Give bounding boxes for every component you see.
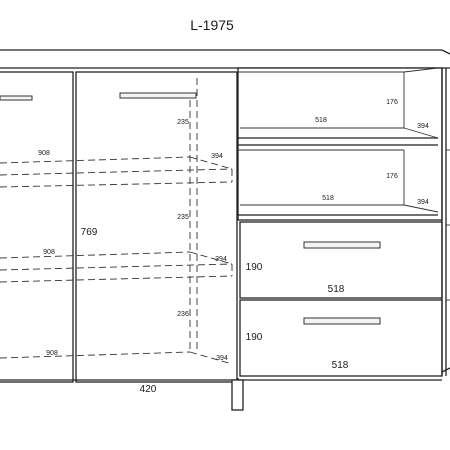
left-shelf-depth-2: 908 <box>43 249 55 256</box>
open-shelf-top-height: 176 <box>386 99 398 106</box>
leg <box>231 379 244 411</box>
drawer-1-height: 190 <box>246 262 263 273</box>
left-shelf-depth-1: 908 <box>38 150 50 157</box>
open-shelf-bottom-width: 518 <box>322 195 334 202</box>
open-shelf-bottom-depth: 394 <box>417 199 429 206</box>
middle-shelf-depth-3: 394 <box>216 355 228 362</box>
top-board <box>0 49 450 69</box>
left-door <box>0 71 74 383</box>
drawer-2-width: 518 <box>332 360 349 371</box>
drawer-2-height: 190 <box>246 332 263 343</box>
shelf-spacing-1: 235 <box>177 119 189 126</box>
open-compartment <box>237 67 443 221</box>
open-shelf-bottom-height: 176 <box>386 173 398 180</box>
drawer-2-handle <box>303 317 381 325</box>
cabinet-height-label: 769 <box>81 227 98 238</box>
middle-door <box>75 71 238 383</box>
drawer-2 <box>239 299 443 377</box>
drawing-title: L-1975 <box>190 17 234 33</box>
drawer-1-width: 518 <box>328 284 345 295</box>
middle-door-handle <box>119 92 197 99</box>
open-shelf-top-width: 518 <box>315 117 327 124</box>
middle-shelf-depth-2: 394 <box>215 256 227 263</box>
left-door-handle <box>0 95 33 101</box>
drawer-1 <box>239 221 443 299</box>
left-shelf-depth-3: 908 <box>46 350 58 357</box>
shelf-spacing-3: 236 <box>177 311 189 318</box>
door-width-label: 420 <box>140 384 157 395</box>
right-side-panel <box>441 68 450 376</box>
middle-shelf-depth-1: 394 <box>211 153 223 160</box>
open-shelf-top-depth: 394 <box>417 123 429 130</box>
base <box>0 367 450 411</box>
drawer-1-handle <box>303 241 381 249</box>
hidden-shelves <box>0 78 233 365</box>
shelf-spacing-2: 235 <box>177 214 189 221</box>
